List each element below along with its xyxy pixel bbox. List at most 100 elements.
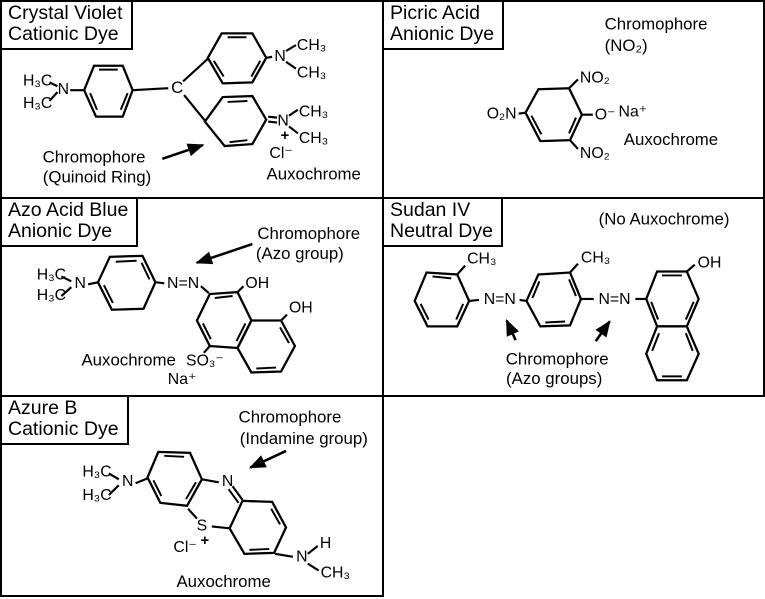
naphthalene-ring-1 [195, 290, 253, 350]
panel-title: Azo Acid Blue Anionic Dye [0, 197, 139, 247]
chromophore-label: Chromophore [506, 350, 609, 369]
hydroxyl-label: OH [245, 275, 269, 292]
atom-label: CH₃ [297, 37, 326, 54]
bonds [456, 262, 696, 302]
benzene-ring-topright [206, 32, 268, 85]
panel-title: Crystal Violet Cationic Dye [0, 0, 133, 50]
atom-label: N [277, 113, 288, 130]
nitro-group-label: O₂N [487, 106, 517, 123]
sulfonate-label: SO₃⁻ [186, 353, 224, 370]
benzene-ring-middle [525, 271, 583, 328]
atom-label: H₃C [37, 266, 66, 283]
auxochrome-label: Auxochrome [267, 164, 361, 183]
bonds [518, 78, 593, 150]
nitro-group-label: NO₂ [580, 145, 610, 162]
auxochrome-label: Auxochrome [81, 351, 175, 370]
atom-label: N [58, 81, 69, 98]
dye-type: Cationic Dye [8, 23, 119, 45]
nitro-group-label: NO₂ [580, 69, 610, 86]
chromophore-detail-label: (Indamine group) [240, 429, 368, 448]
chromophore-label: Chromophore [605, 15, 708, 34]
azo-group-label: N=N [484, 291, 516, 308]
atom-label: CH₃ [299, 104, 328, 121]
plus-charge: + [201, 533, 210, 549]
azure-b-structure: H₃C H₃C N N S + Cl⁻ N H CH₃ Chromophore … [82, 408, 368, 592]
naphthalene-ring-upper [645, 270, 700, 328]
benzene-ring [524, 87, 584, 143]
atom-label: H₃C [82, 463, 111, 480]
atom-label: H₃C [23, 95, 52, 112]
auxochrome-label: Auxochrome [176, 572, 270, 591]
panel-title: Azure B Cationic Dye [0, 395, 129, 445]
plus-charge: + [281, 128, 290, 144]
dye-name: Picric Acid [390, 2, 480, 24]
hydroxyl-label: OH [698, 255, 722, 272]
atom-label: N [122, 473, 133, 490]
dye-type: Anionic Dye [390, 23, 495, 45]
chromophore-detail-label: (Quinoid Ring) [43, 167, 151, 186]
chromophore-detail-label: (Azo group) [256, 244, 344, 263]
methyl-label: CH₃ [321, 564, 350, 581]
atom-label: CH₃ [299, 130, 328, 147]
bonds [48, 44, 299, 135]
panel-picric-acid: NO₂ O₂N NO₂ O⁻ Na⁺ Chromophore (NO₂) Aux… [382, 0, 765, 199]
atom-label: N [274, 48, 285, 65]
hydroxyl-label: OH [289, 300, 313, 317]
naphthalene-ring-lower [645, 325, 700, 382]
azo-group-label: N=N [599, 291, 631, 308]
dye-type: Neutral Dye [390, 220, 493, 242]
dye-type: Anionic Dye [8, 220, 113, 242]
quinoid-ring [203, 94, 268, 148]
chromophore-arrow [505, 319, 519, 341]
atom-label: H [320, 535, 331, 552]
chromophore-arrow [594, 320, 611, 342]
chromophore-label: Chromophore [257, 224, 360, 243]
chromophore-arrow [248, 449, 287, 469]
dye-type: Cationic Dye [8, 418, 119, 440]
no-auxochrome-label: (No Auxochrome) [599, 210, 730, 229]
sodium-ion-label: Na⁺ [168, 371, 197, 388]
chromophore-detail-label: (Azo groups) [506, 369, 602, 388]
methyl-label: CH₃ [581, 250, 610, 267]
auxochrome-label: Auxochrome [624, 130, 718, 149]
atom-label: CH₃ [297, 65, 326, 82]
phenolate-oxygen-label: O⁻ [595, 107, 616, 124]
bonds [60, 275, 288, 354]
benzene-ring-left [413, 271, 471, 328]
chloride-label: Cl⁻ [173, 539, 196, 556]
atom-label: H₃C [37, 287, 66, 304]
sodium-ion-label: Na⁺ [619, 104, 648, 121]
panel-azo-acid-blue: H₃C H₃C N N=N OH OH SO₃⁻ Na⁺ Auxochrome … [0, 197, 384, 397]
naphthalene-ring-2 [236, 319, 297, 374]
panel-crystal-violet: H₃C H₃C N C N CH₃ CH₃ N + CH₃ CH₃ Cl⁻ Ch… [0, 0, 384, 199]
benzene-ring-left [82, 64, 134, 118]
picric-acid-structure: NO₂ O₂N NO₂ O⁻ Na⁺ Chromophore (NO₂) Aux… [487, 15, 718, 162]
thiazine-ring-bonds [187, 478, 244, 530]
panel-title: Sudan IV Neutral Dye [382, 197, 503, 247]
atom-label: H₃C [82, 487, 111, 504]
sulfur-label: S [197, 517, 208, 534]
azo-group-label: N=N [167, 275, 199, 292]
benzene-ring-right [228, 499, 288, 555]
dye-name: Azure B [8, 397, 78, 419]
atom-label: C [171, 78, 183, 97]
benzene-ring-left [146, 450, 204, 508]
panel-azure-b: H₃C H₃C N N S + Cl⁻ N H CH₃ Chromophore … [0, 395, 384, 597]
chromophore-arrow [161, 143, 205, 160]
chromophore-arrow [195, 242, 253, 265]
chromophore-label: Chromophore [239, 408, 342, 427]
azo-acid-blue-structure: H₃C H₃C N N=N OH OH SO₃⁻ Na⁺ Auxochrome … [37, 224, 360, 388]
atom-label: N [74, 275, 85, 292]
panel-sudan-iv: CH₃ CH₃ OH N=N N=N (No Auxochrome) Chrom… [382, 197, 765, 397]
atom-label: H₃C [23, 72, 52, 89]
atom-label: N [222, 473, 233, 490]
benzene-ring [96, 254, 157, 311]
chromophore-label: Chromophore [43, 148, 146, 167]
dye-name: Sudan IV [390, 199, 471, 221]
chromophore-detail-label: (NO₂) [605, 36, 648, 55]
bonds [108, 472, 320, 572]
sudan-iv-structure: CH₃ CH₃ OH N=N N=N (No Auxochrome) Chrom… [413, 210, 730, 388]
crystal-violet-structure: H₃C H₃C N C N CH₃ CH₃ N + CH₃ CH₃ Cl⁻ Ch… [23, 32, 361, 186]
atom-label: N [296, 549, 307, 566]
